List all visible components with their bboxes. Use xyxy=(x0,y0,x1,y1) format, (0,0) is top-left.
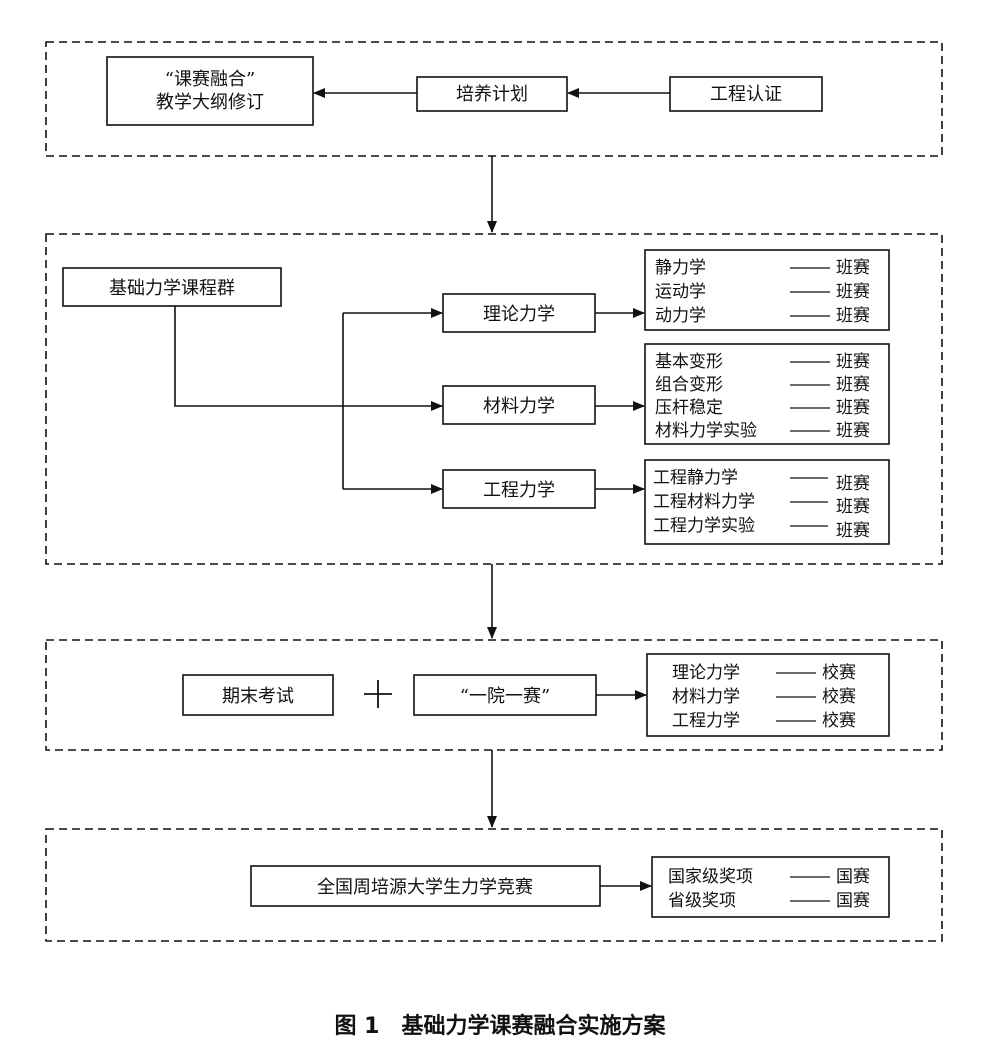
one-college-label: “一院一赛” xyxy=(460,686,550,707)
list-item-tag: 班赛 xyxy=(836,520,870,541)
materials-list-box xyxy=(644,343,890,445)
connector-group-to-materials xyxy=(174,306,343,407)
certification-box xyxy=(669,76,823,112)
list-item-tag: 班赛 xyxy=(836,351,870,372)
list-item-tag: 班赛 xyxy=(836,496,870,517)
list-item-name: 工程静力学 xyxy=(653,468,738,488)
theory-list-item: 静力学 班赛 xyxy=(655,257,870,278)
list-item-name: 材料力学 xyxy=(672,687,740,707)
list-item-tag: 国赛 xyxy=(836,866,870,887)
one-college-box xyxy=(413,674,597,716)
list-item-name: 工程力学实验 xyxy=(653,516,755,536)
theory-list-item: 运动学 班赛 xyxy=(655,281,870,302)
school-list-item: 工程力学 校赛 xyxy=(672,710,856,731)
section-4-frame xyxy=(45,828,943,942)
training-plan-label: 培养计划 xyxy=(456,84,528,105)
school-list-box xyxy=(646,653,890,737)
list-item-name: 工程材料力学 xyxy=(653,492,755,512)
list-item-tag: 班赛 xyxy=(836,473,870,494)
list-item-tag: 国赛 xyxy=(836,890,870,911)
section-3-frame xyxy=(45,639,943,751)
course-group-label: 基础力学课程群 xyxy=(109,278,235,299)
list-item-tag: 校赛 xyxy=(822,710,856,731)
section-1-frame xyxy=(45,41,943,157)
award-list-box xyxy=(651,856,890,918)
materials-box xyxy=(442,385,596,425)
materials-list-item: 材料力学实验 班赛 xyxy=(655,420,870,441)
list-item-tag: 校赛 xyxy=(822,686,856,707)
materials-list-item: 组合变形 班赛 xyxy=(655,374,870,395)
materials-list-item: 压杆稳定 班赛 xyxy=(655,397,870,418)
theory-label: 理论力学 xyxy=(483,304,555,325)
syllabus-line2: 教学大纲修订 xyxy=(156,92,264,113)
list-item-tag: 班赛 xyxy=(836,397,870,418)
competition-box xyxy=(250,865,601,907)
figure-caption: 图 1 基础力学课赛融合实施方案 xyxy=(335,1013,667,1039)
list-item-name: 材料力学实验 xyxy=(655,421,757,441)
engineering-list-item: 工程力学实验 班赛 xyxy=(653,516,870,541)
engineering-list-item: 工程材料力学 班赛 xyxy=(653,492,870,517)
final-exam-box xyxy=(182,674,334,716)
list-item-name: 运动学 xyxy=(655,282,706,302)
list-item-name: 国家级奖项 xyxy=(668,867,753,887)
theory-list-item: 动力学 班赛 xyxy=(655,305,870,326)
list-item-name: 基本变形 xyxy=(655,352,723,372)
final-exam-label: 期末考试 xyxy=(222,686,294,707)
list-item-name: 压杆稳定 xyxy=(655,398,723,418)
school-list-item: 理论力学 校赛 xyxy=(672,662,856,683)
engineering-box xyxy=(442,469,596,509)
section-2-frame xyxy=(45,233,943,565)
school-list-item: 材料力学 校赛 xyxy=(672,686,856,707)
list-item-name: 理论力学 xyxy=(672,663,740,683)
competition-label: 全国周培源大学生力学竞赛 xyxy=(317,877,533,898)
syllabus-line1: “课赛融合” xyxy=(165,69,255,90)
engineering-list-box xyxy=(644,459,890,545)
training-plan-box xyxy=(416,76,568,112)
list-item-name: 工程力学 xyxy=(672,711,740,731)
list-item-name: 省级奖项 xyxy=(668,891,736,911)
engineering-label: 工程力学 xyxy=(483,480,555,501)
theory-box xyxy=(442,293,596,333)
list-item-tag: 校赛 xyxy=(822,662,856,683)
list-item-tag: 班赛 xyxy=(836,305,870,326)
list-item-tag: 班赛 xyxy=(836,420,870,441)
award-list-item: 省级奖项 国赛 xyxy=(668,890,870,911)
list-item-tag: 班赛 xyxy=(836,281,870,302)
certification-label: 工程认证 xyxy=(710,84,782,105)
list-item-tag: 班赛 xyxy=(836,257,870,278)
materials-list-item: 基本变形 班赛 xyxy=(655,351,870,372)
materials-label: 材料力学 xyxy=(483,396,555,417)
engineering-list-item: 工程静力学 班赛 xyxy=(653,468,870,494)
list-item-name: 静力学 xyxy=(655,258,706,278)
syllabus-box xyxy=(106,56,314,126)
theory-list-box xyxy=(644,249,890,331)
list-item-name: 动力学 xyxy=(655,306,706,326)
course-group-box xyxy=(62,267,282,307)
list-item-tag: 班赛 xyxy=(836,374,870,395)
plus-icon xyxy=(364,680,392,708)
list-item-name: 组合变形 xyxy=(655,375,723,395)
award-list-item: 国家级奖项 国赛 xyxy=(668,866,870,887)
